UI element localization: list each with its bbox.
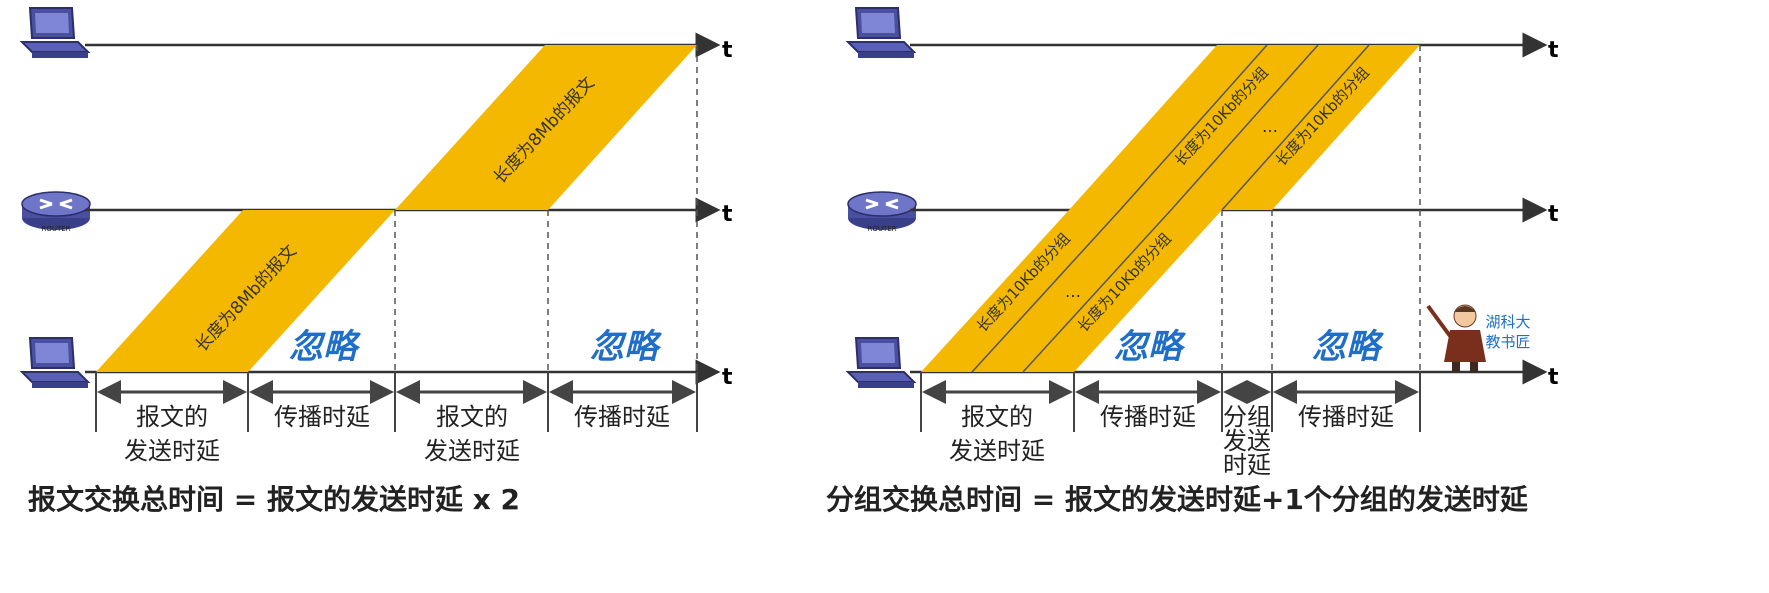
router-icon: ROUTER: [20, 190, 92, 233]
packet-dividers: [971, 44, 1370, 373]
segment-label: 传播时延: [574, 403, 670, 431]
segment-label-line: 发送时延: [424, 437, 520, 465]
ignore-label: 忽略: [289, 327, 361, 367]
computer-icon: [847, 337, 915, 389]
axis-label-t: t: [722, 202, 733, 227]
segment-label: 传播时延: [1298, 403, 1394, 431]
ignore-label: 忽略: [1312, 327, 1384, 367]
segment-label-line: 传播时延: [1298, 403, 1394, 431]
segment-label-line: 传播时延: [574, 403, 670, 431]
segment-label-line: 报文的: [136, 403, 208, 431]
segment-label: 分组发送时延: [1223, 403, 1271, 479]
ellipsis: …: [1262, 117, 1278, 136]
dashed-guides: [1221, 45, 1421, 372]
segment-label: 报文的发送时延: [949, 403, 1045, 465]
segment-label-line: 分组: [1223, 403, 1271, 431]
mascot-line1: 湖科大: [1485, 313, 1530, 331]
formula-left: 报文交换总时间 = 报文的发送时延 x 2: [28, 483, 520, 516]
axis-label-t: t: [1548, 202, 1559, 227]
svg-text:ROUTER: ROUTER: [41, 225, 70, 233]
router-icon: ROUTER: [846, 190, 918, 233]
axis-label-t: t: [722, 38, 733, 63]
left-diagram: ROUTER t t t 长度为8Mb的报文 长度为8Mb的报文 忽略 忽略: [20, 7, 733, 516]
message-band-lower: [96, 210, 395, 372]
axis-label-t: t: [1548, 365, 1559, 390]
segment-label-line: 报文的: [961, 403, 1033, 431]
ellipsis: …: [1065, 282, 1081, 301]
svg-text:ROUTER: ROUTER: [867, 225, 896, 233]
segment-label: 传播时延: [1100, 403, 1196, 431]
message-band-upper: [395, 45, 697, 210]
segment-label: 报文的发送时延: [124, 403, 220, 465]
mascot-line2: 教书匠: [1485, 333, 1530, 351]
computer-icon: [21, 337, 89, 389]
axis-label-t: t: [1548, 38, 1559, 63]
segment-label-line: 时延: [1223, 451, 1271, 479]
ignore-label: 忽略: [1114, 327, 1186, 367]
computer-icon: [847, 7, 915, 59]
segment-label-line: 传播时延: [1100, 403, 1196, 431]
computer-icon: [21, 7, 89, 59]
teacher-mascot-icon: [1426, 304, 1486, 372]
segment-label-line: 报文的: [436, 403, 508, 431]
segment-label-line: 发送时延: [949, 437, 1045, 465]
dimension-ticks: [920, 372, 1421, 432]
segment-label-line: 发送: [1223, 427, 1271, 455]
packet-band-lower: [921, 210, 1222, 372]
segment-label-line: 发送时延: [124, 437, 220, 465]
segment-label: 报文的发送时延: [424, 403, 520, 465]
dimension-ticks: [95, 372, 698, 432]
ignore-label: 忽略: [590, 327, 662, 367]
right-diagram: ROUTER t t t 长度为10Kb的分组 长度为10Kb的分组 长度为10…: [826, 7, 1559, 516]
segment-label-line: 传播时延: [274, 403, 370, 431]
dashed-guides: [394, 45, 698, 372]
formula-right: 分组交换总时间 = 报文的发送时延+1个分组的发送时延: [826, 483, 1529, 516]
segment-label: 传播时延: [274, 403, 370, 431]
axis-label-t: t: [722, 365, 733, 390]
